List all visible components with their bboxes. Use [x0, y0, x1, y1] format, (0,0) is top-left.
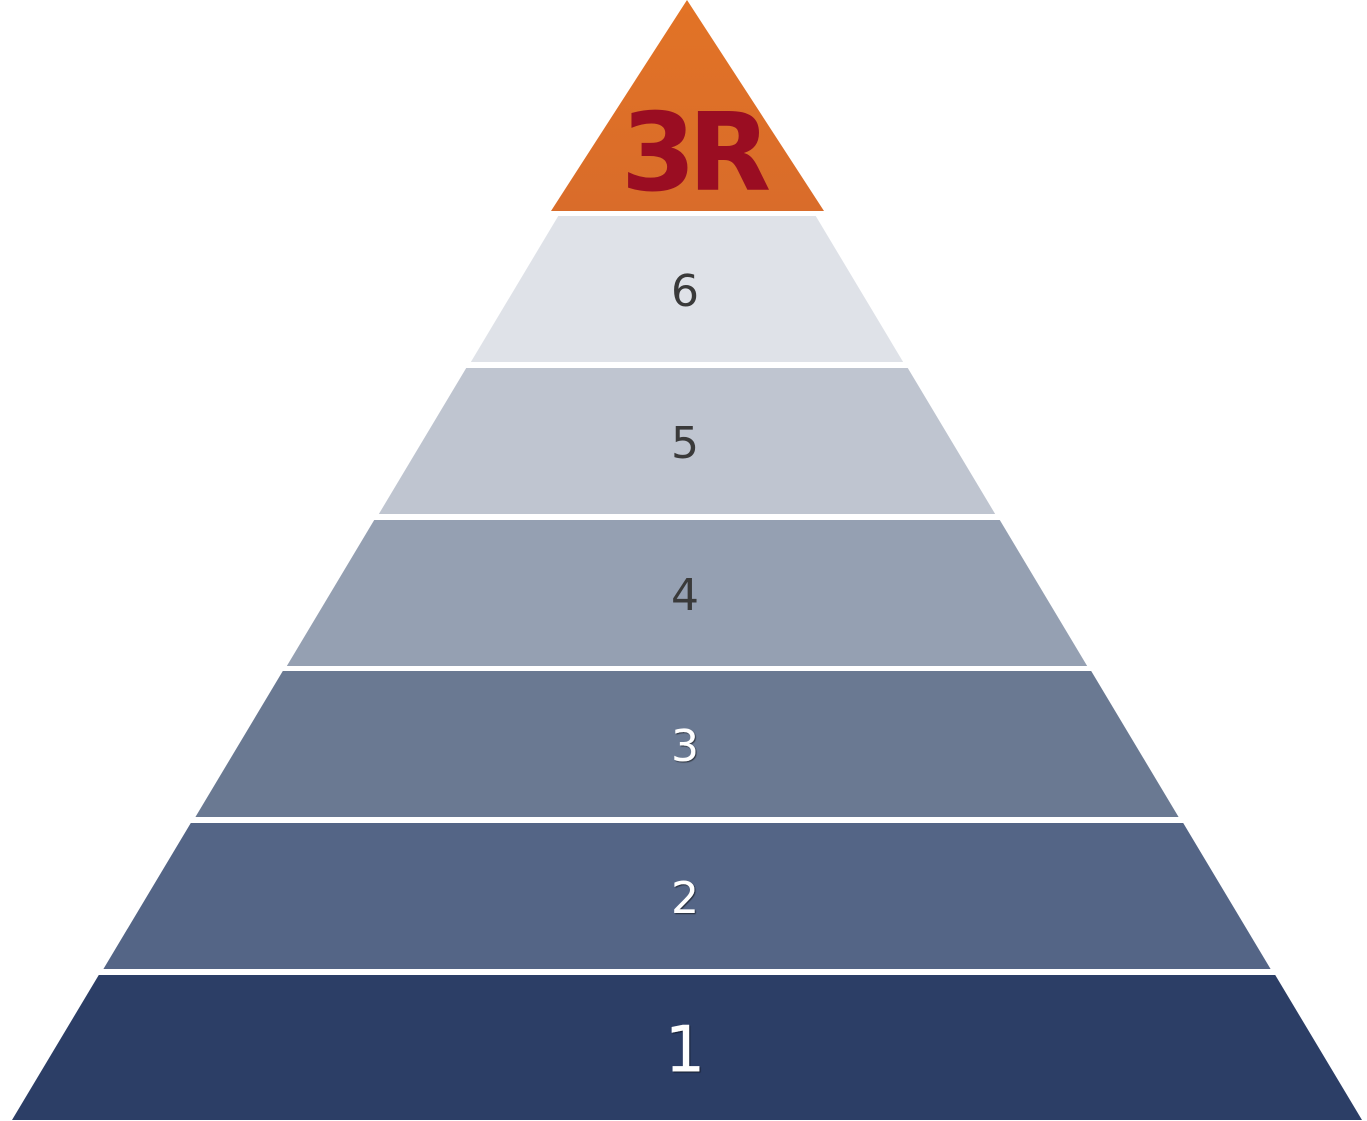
layer-label: 6: [671, 266, 699, 317]
layer-2: 2: [103, 823, 1271, 969]
layer-label: 4: [671, 570, 699, 621]
layer-6: 6: [470, 216, 904, 362]
layer-label: 5: [671, 418, 699, 469]
apex-triangle: [551, 0, 824, 211]
layer-label: 3: [671, 721, 699, 772]
layer-band: [286, 520, 1088, 666]
layer-5: 5: [378, 368, 996, 514]
layer-band: [195, 671, 1179, 817]
layer-label: 1: [665, 1014, 706, 1088]
layer-3: 3: [195, 671, 1179, 817]
layer-4: 4: [286, 520, 1088, 666]
logo-3r: 3R: [621, 91, 777, 216]
logo-text: 3R: [621, 91, 769, 216]
layer-1: 1: [12, 975, 1362, 1120]
pyramid-apex: 3R: [551, 0, 824, 216]
layer-label: 2: [671, 873, 699, 924]
layer-band: [12, 975, 1362, 1120]
layer-band: [103, 823, 1271, 969]
layer-band: [470, 216, 904, 362]
layer-band: [378, 368, 996, 514]
